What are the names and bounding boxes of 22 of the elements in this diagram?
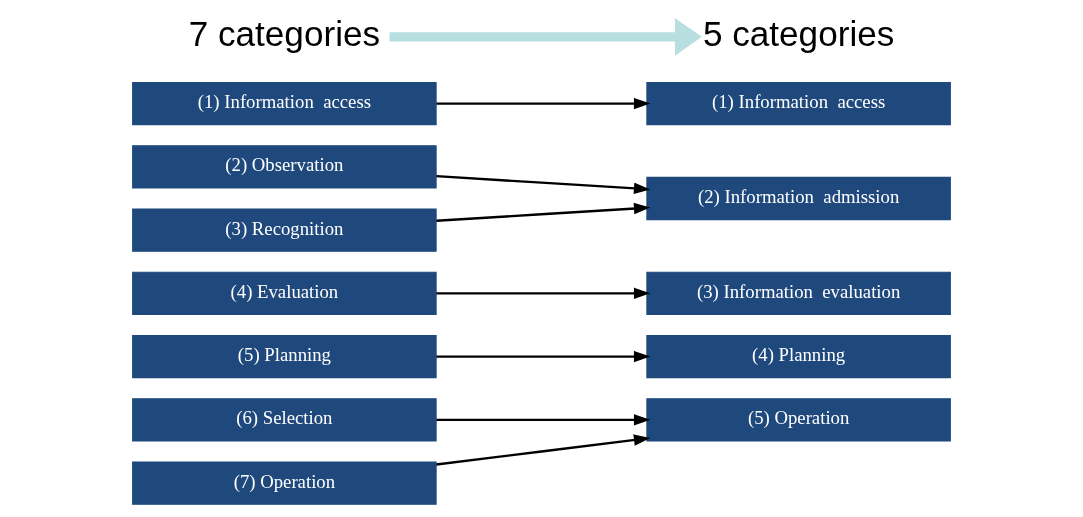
arrow: [436, 97, 651, 110]
node-box: (4) Planning: [646, 334, 951, 379]
node-box: (3) Information evaluation: [646, 271, 951, 315]
node-box: (6) Selection: [132, 398, 437, 442]
node-box: (5) Operation: [646, 398, 951, 442]
node-box: (1) Information access: [132, 81, 437, 126]
arrow: [436, 175, 651, 195]
node-text: 5 categories: [702, 13, 895, 53]
arrow: [389, 18, 702, 56]
node-box: (2) Information admission: [646, 176, 951, 221]
node-box: (4) Evaluation: [132, 271, 437, 315]
arrow: [436, 350, 651, 363]
node-box: (5) Planning: [132, 334, 437, 379]
node-box: (3) Recognition: [132, 208, 437, 252]
node-box: (7) Operation: [132, 461, 437, 505]
node-box: (2) Observation: [132, 145, 437, 189]
arrow: [436, 434, 651, 466]
arrow: [436, 287, 651, 300]
arrow: [436, 414, 651, 426]
node-box: (1) Information access: [646, 81, 951, 126]
node-text: 7 categories: [188, 13, 381, 53]
arrow: [436, 202, 651, 222]
